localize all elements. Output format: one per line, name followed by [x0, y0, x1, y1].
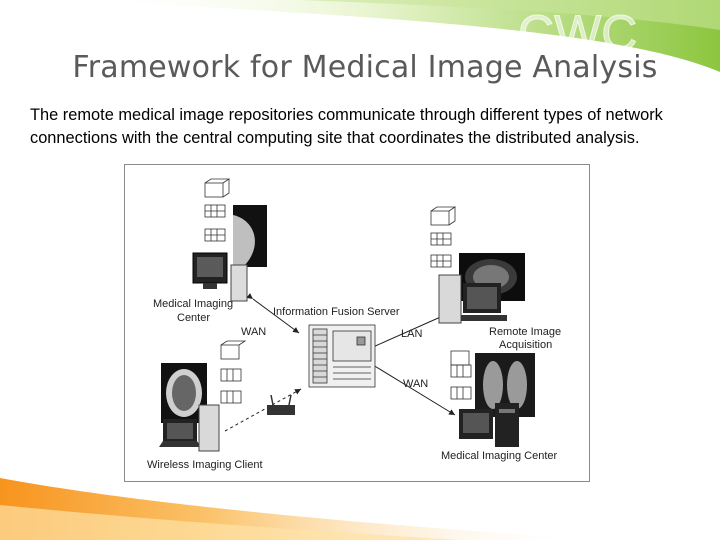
label-information-fusion-server: Information Fusion Server	[273, 306, 400, 318]
label-lan: LAN	[401, 328, 422, 340]
workstation-icon-lower-right	[459, 403, 519, 447]
network-diagram: Medical Imaging Center WAN Information F…	[147, 178, 561, 471]
workstation-icon	[192, 252, 248, 302]
network-diagram-figure: Medical Imaging Center WAN Information F…	[124, 164, 590, 482]
top-green-swoosh	[80, 0, 720, 72]
image-stack-icon-right	[430, 206, 457, 268]
bottom-yellow-swoosh	[0, 505, 460, 540]
label-wireless-imaging-client: Wireless Imaging Client	[147, 459, 263, 471]
slide-description: The remote medical image repositories co…	[30, 106, 663, 147]
laptop-icon	[159, 404, 220, 452]
lan-link	[366, 314, 446, 353]
label-remote-image: Remote Image	[489, 326, 561, 338]
label-center: Center	[177, 312, 210, 324]
wireless-link	[224, 388, 302, 432]
wan-link-left	[246, 293, 300, 334]
server-rack-icon	[308, 324, 376, 388]
image-stack-icon-lower-right	[450, 350, 472, 400]
top-green-swoosh-light	[300, 0, 720, 30]
label-wan-right: WAN	[403, 378, 428, 390]
label-medical-imaging-center-2: Medical Imaging Center	[441, 450, 558, 462]
workstation-icon-right	[438, 274, 507, 324]
wireless-router-icon	[267, 394, 295, 415]
wan-link-right	[366, 359, 456, 416]
watermark-text: CWC	[518, 5, 637, 61]
image-stack-icon	[204, 178, 231, 242]
image-stack-icon-lower-left	[220, 340, 247, 404]
label-acquisition: Acquisition	[499, 339, 552, 351]
label-medical-imaging-center-1: Medical Imaging	[153, 298, 233, 310]
slide-title: Framework for Medical Image Analysis	[72, 50, 658, 85]
label-wan-left: WAN	[241, 326, 266, 338]
